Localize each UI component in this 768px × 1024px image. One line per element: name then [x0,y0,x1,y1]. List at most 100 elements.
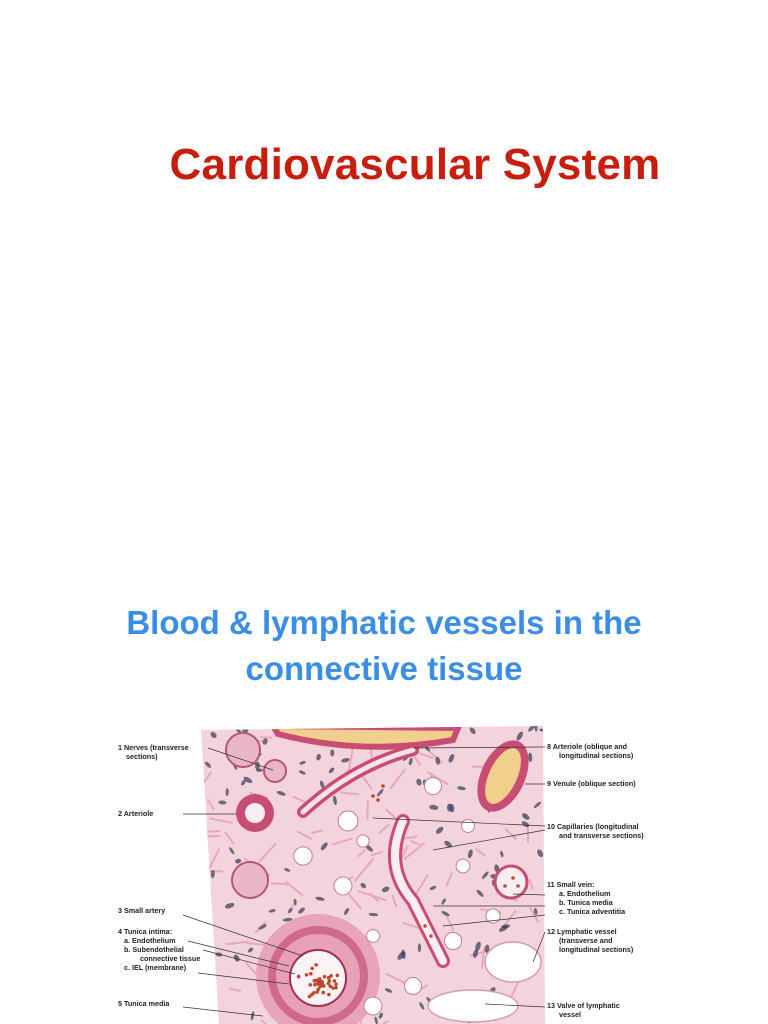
cell-nucleus [484,944,490,953]
capillary-section [333,876,353,896]
red-blood-cell [307,994,312,999]
cell-nucleus [472,949,479,958]
cell-nucleus [229,847,235,855]
micrograph-image [182,726,546,1024]
tissue-fiber [391,894,398,908]
cell-nucleus [210,869,215,879]
red-blood-cell [316,987,321,992]
red-blood-cell [296,974,301,979]
subtitle-line-1: Blood & lymphatic vessels in the [126,604,642,641]
tissue-fiber [370,850,383,857]
cell-nucleus [255,761,260,771]
tissue-fiber [331,837,353,846]
cell-nucleus [282,917,293,922]
cell-nucleus [417,943,422,953]
red-blood-cell [321,990,326,995]
red-blood-cell [313,982,317,987]
cell-nucleus [481,871,489,879]
red-blood-cell [317,977,322,981]
label-capillaries-cont: and transverse sections) [559,831,644,841]
cell-nucleus [521,813,530,820]
cell-nucleus [429,885,437,891]
red-blood-cell [327,992,331,997]
cell-nucleus [250,1011,255,1021]
label-nerves: 1 Nerves (transverse [118,743,189,753]
tissue-fiber [529,907,540,924]
label-vein-endothelium: a. Endothelium [559,889,611,899]
capillary-section [366,929,380,943]
red-blood-cell [326,975,331,980]
tissue-fiber [445,872,453,887]
cell-nucleus [469,727,476,735]
tissue-fiber [258,842,277,863]
tissue-fiber [206,798,216,811]
cell-nucleus [475,941,481,952]
red-blood-cell [334,985,338,990]
cell-nucleus [416,778,422,786]
tissue-fiber [403,841,426,861]
red-blood-cell [315,990,320,994]
capillary-section [485,908,501,924]
cell-nucleus [243,776,253,784]
tissue-fiber [284,880,304,897]
label-subendothelial: b. Subendothelial [118,945,184,955]
tissue-fiber [270,882,288,886]
red-blood-cell [423,924,427,928]
label-lymphatic-valve: 13 Valve of lymphatic [547,1001,620,1011]
slide-title: Cardiovascular System [169,140,661,189]
tissue-fiber [260,736,273,739]
cell-nucleus [328,767,335,774]
red-blood-cell [328,984,333,989]
red-blood-cells [296,784,520,999]
cell-nucleus [315,896,325,901]
cell-nucleus [218,800,227,805]
cell-nucleus [319,780,325,789]
cell-nucleus [533,908,538,915]
cell-nucleus [225,788,229,797]
histology-figure: 1 Nerves (transverse sections) 2 Arterio… [113,726,655,1024]
label-lymphatic-cont-2: longitudinal sections) [559,945,634,955]
label-small-vein: 11 Small vein: [547,880,595,890]
red-blood-cell [376,798,380,802]
red-blood-cell [308,983,313,987]
cell-nucleus [436,826,444,834]
cell-nucleus [276,790,286,796]
cell-nucleus [298,907,305,914]
label-capillaries: 10 Capillaries (longitudinal [547,822,639,832]
label-lymphatic-cont-1: (transverse and [559,936,613,946]
cell-nucleus [448,754,455,763]
slide-subtitle: Blood & lymphatic vessels in the connect… [0,600,768,692]
red-blood-cell [310,966,315,971]
cell-nucleus [316,753,321,761]
red-blood-cell [331,986,335,990]
cell-nucleus [341,758,350,763]
cell-nucleus [408,757,413,766]
tissue-fiber [367,1020,389,1024]
tissue-fiber [412,755,422,766]
label-tunica-media: 5 Tunica media [118,999,170,1009]
cell-nucleus [320,842,328,851]
cell-nucleus [298,770,306,775]
cell-nucleus [374,1016,378,1024]
cell-nucleus [435,756,441,765]
tissue-fiber [357,848,367,858]
label-tunica-intima: 4 Tunica intima: [118,927,173,937]
tissue-fiber [357,889,387,902]
cell-nucleus [344,908,350,915]
label-small-artery: 3 Small artery [118,906,166,916]
cell-nucleus [467,849,473,859]
red-blood-cell [326,981,331,986]
capillary-section [455,858,471,874]
cell-nucleus [333,795,337,806]
cell-nucleus [429,804,439,810]
red-blood-cell [314,978,319,983]
cell-nucleus [224,902,235,909]
cell-nucleus [444,840,452,848]
cell-nucleus [288,908,293,914]
capillary-section [461,819,475,833]
label-arteriole: 2 Arteriole [118,809,154,819]
cell-nucleus [330,749,335,757]
subtitle-line-2: connective tissue [245,650,523,687]
tissue-fiber [260,1018,277,1024]
cell-nucleus [247,947,254,953]
